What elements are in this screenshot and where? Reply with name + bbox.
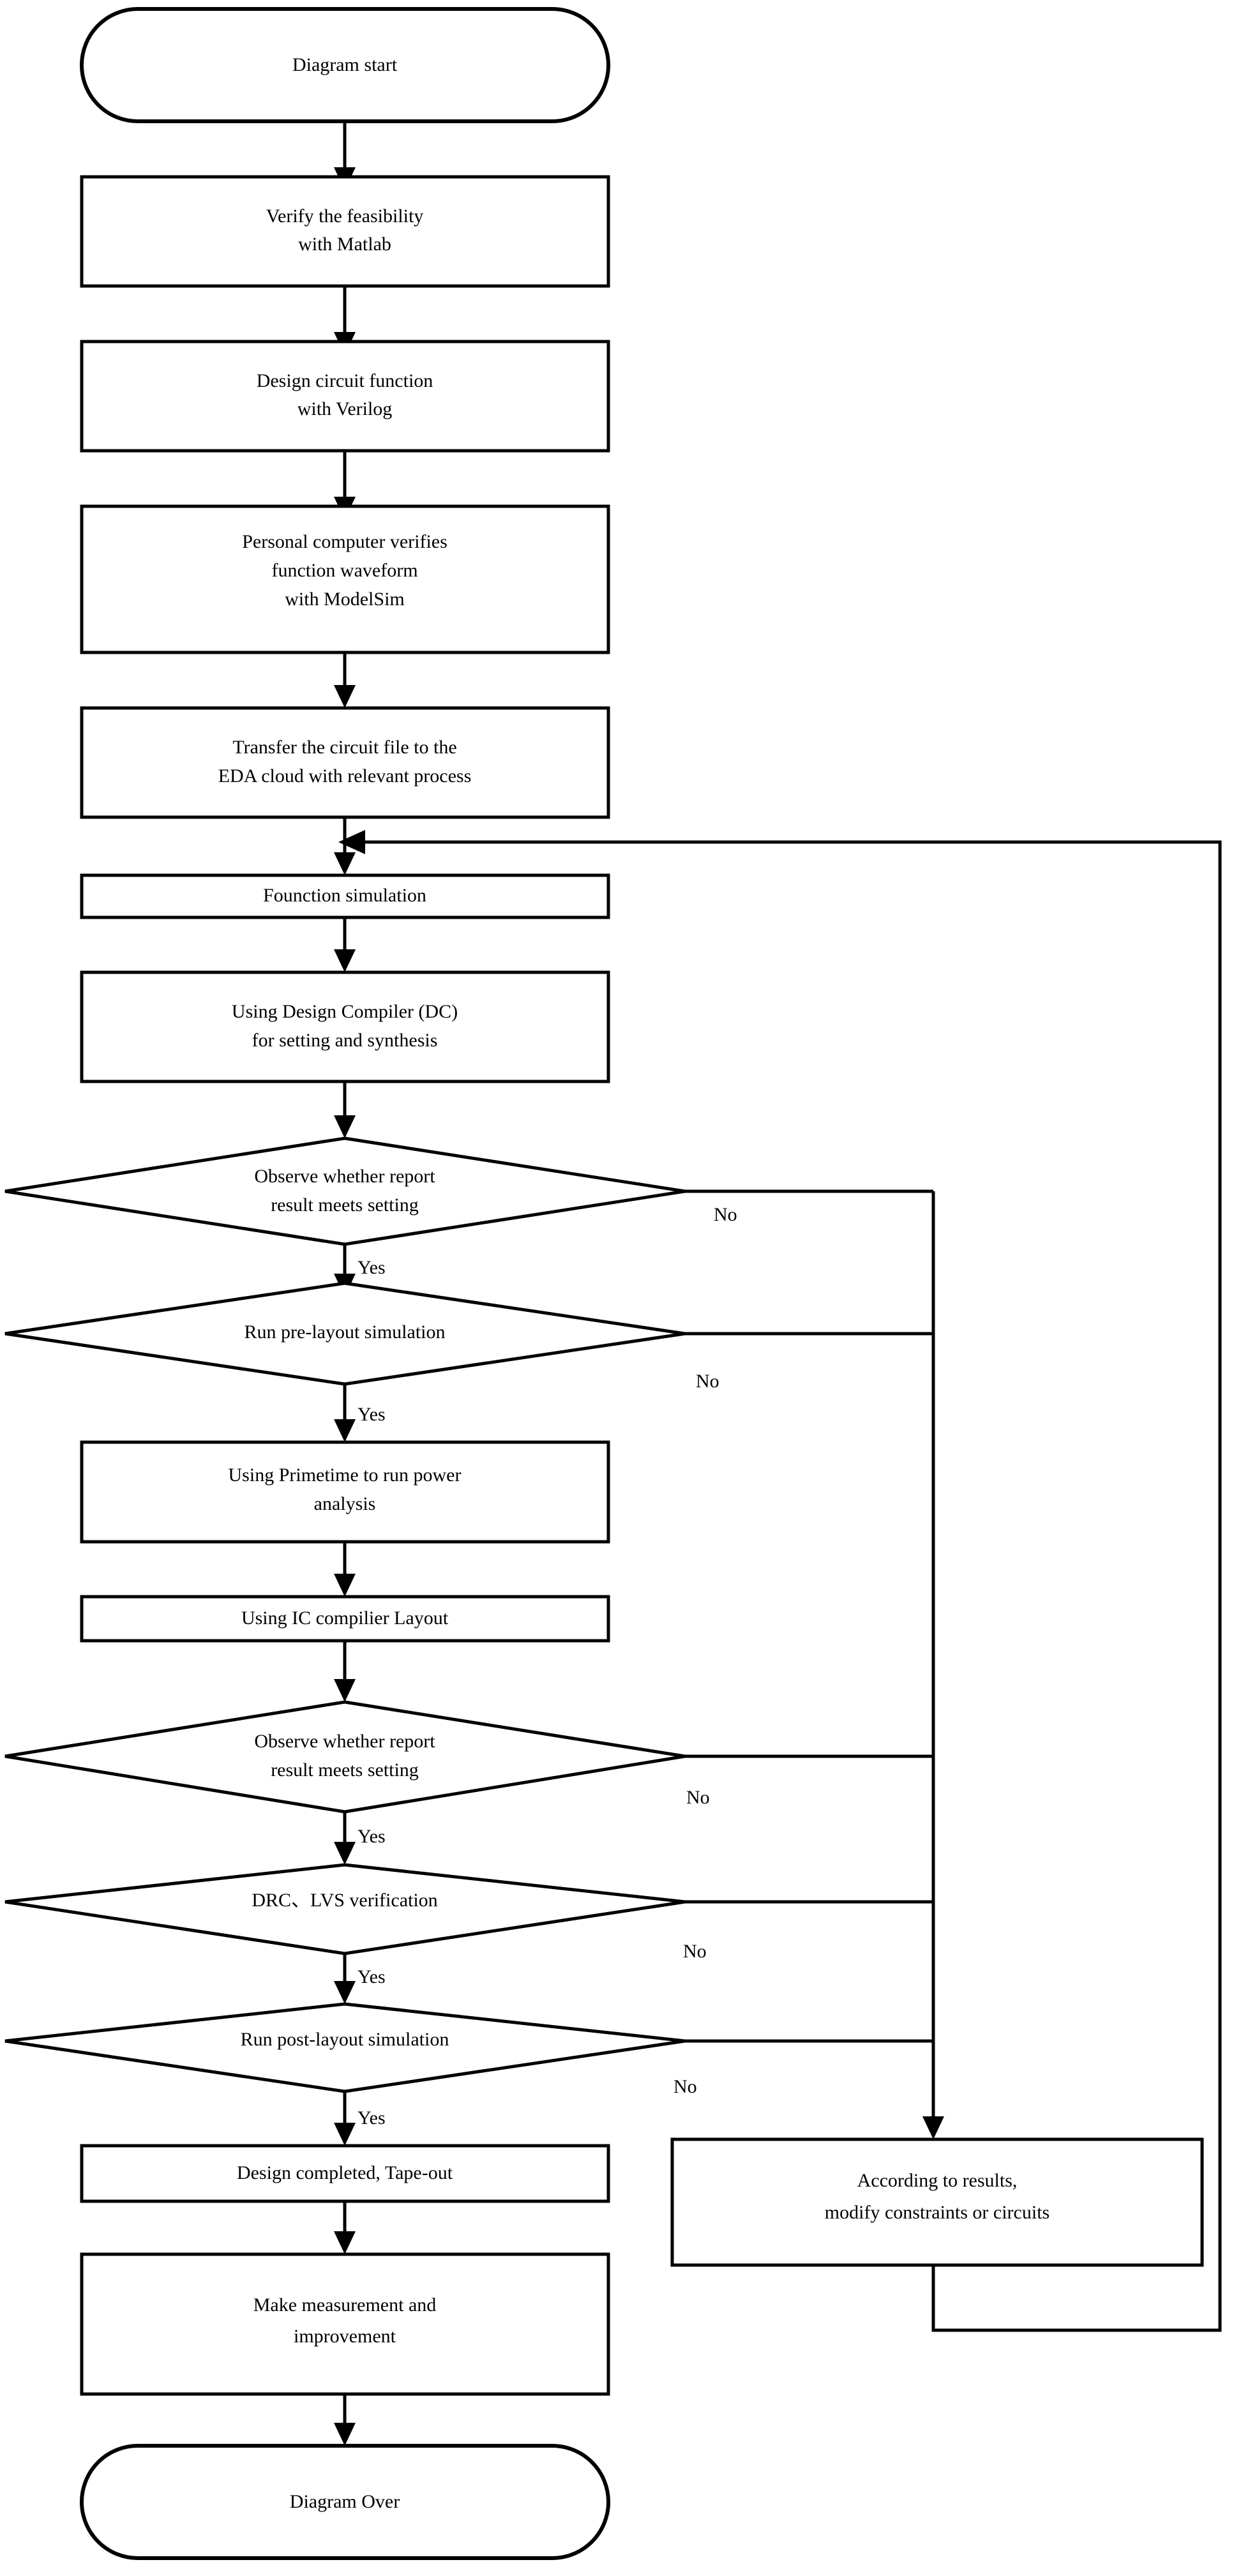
node-measurement-shape (80, 2252, 610, 2396)
node-over-shape (80, 2444, 610, 2560)
node-eda-cloud-label-line2: EDA cloud with relevant process (218, 765, 472, 787)
node-modify-constraints[interactable]: According to results, modify constraints… (670, 2137, 1204, 2267)
node-tape-out-label: Design completed, Tape-out (237, 2162, 453, 2183)
node-start[interactable]: Diagram start (80, 7, 610, 123)
node-over-label: Diagram Over (290, 2491, 400, 2512)
node-function-simulation[interactable]: Founction simulation (80, 873, 610, 919)
node-start-shape (80, 7, 610, 123)
connectors (334, 121, 1222, 2446)
node-pre-layout-simulation-label: Run pre-layout simulation (245, 1322, 446, 1343)
node-measurement-label-line1: Make measurement and (253, 2294, 437, 2316)
node-primetime-label-line1: Using Primetime to run power (229, 1465, 462, 1486)
node-post-layout-simulation-label: Run post-layout simulation (241, 2029, 449, 2050)
edge-label-obs1-no: No (714, 1204, 737, 1225)
edge-label-prelayout-yes: Yes (357, 1404, 386, 1425)
arrowhead-postlayout-yes (334, 2123, 356, 2146)
edge-label-drclvs-yes: Yes (357, 1966, 386, 1987)
node-over[interactable]: Diagram Over (80, 2444, 610, 2560)
node-verilog-label-line1: Design circuit function (257, 370, 433, 391)
node-modify-constraints-shape (670, 2137, 1204, 2267)
edge-label-obs2-yes: Yes (357, 1826, 386, 1847)
edge-labels: No Yes No Yes No Yes No Yes No Yes (357, 1204, 737, 2128)
edge-label-drclvs-no: No (683, 1941, 707, 1962)
node-pre-layout-simulation-shape (4, 1281, 686, 1386)
edge-label-postlayout-yes: Yes (357, 2107, 386, 2128)
node-modelsim[interactable]: Personal computer verifies function wave… (80, 504, 610, 654)
node-modelsim-label-line1: Personal computer verifies (242, 531, 448, 552)
node-function-simulation-label: Founction simulation (263, 885, 426, 906)
node-measurement-label-line2: improvement (294, 2326, 396, 2347)
node-post-layout-simulation-shape (4, 2002, 686, 2093)
node-tape-out-shape (80, 2144, 610, 2203)
arrowhead-measure-to-over (334, 2423, 356, 2446)
node-verilog-label-line2: with Verilog (297, 398, 393, 419)
node-start-label: Diagram start (292, 54, 398, 75)
node-design-compiler-shape (80, 970, 610, 1083)
node-eda-cloud-label-line1: Transfer the circuit file to the (232, 737, 456, 758)
arrowhead-primetime-to-iccomp (334, 1574, 356, 1597)
node-drc-lvs-verification[interactable]: DRC、LVS verification (4, 1863, 686, 1955)
arrowhead-iccomp-to-obs2 (334, 1679, 356, 1702)
node-observe-report-1[interactable]: Observe whether report result meets sett… (4, 1136, 686, 1246)
node-ic-compiler-layout-label: Using IC compilier Layout (241, 1608, 449, 1629)
node-observe-report-2-label-line2: result meets setting (271, 1759, 419, 1781)
node-eda-cloud[interactable]: Transfer the circuit file to the EDA clo… (80, 706, 610, 819)
node-drc-lvs-verification-shape (4, 1863, 686, 1955)
edge-label-obs2-no: No (686, 1787, 710, 1808)
edge-modify-loopback (358, 840, 1222, 2332)
node-observe-report-2-shape (4, 1700, 686, 1814)
node-design-compiler-label-line1: Using Design Compiler (DC) (232, 1001, 458, 1022)
node-design-compiler-label-line2: for setting and synthesis (252, 1030, 438, 1051)
node-ic-compiler-layout-shape (80, 1595, 610, 1643)
arrowhead-dc-to-obs1 (334, 1115, 356, 1138)
node-observe-report-1-label-line2: result meets setting (271, 1194, 419, 1216)
node-modify-constraints-label-line1: According to results, (857, 2170, 1018, 2191)
node-primetime-shape (80, 1440, 610, 1544)
node-observe-report-2[interactable]: Observe whether report result meets sett… (4, 1700, 686, 1814)
node-design-compiler[interactable]: Using Design Compiler (DC) for setting a… (80, 970, 610, 1083)
arrowhead-drclvs-yes (334, 1981, 356, 2004)
node-primetime[interactable]: Using Primetime to run power analysis (80, 1440, 610, 1544)
node-function-simulation-shape (80, 873, 610, 919)
node-modelsim-label-line3: with ModelSim (285, 589, 405, 610)
edge-label-postlayout-no: No (673, 2076, 697, 2097)
node-verilog[interactable]: Design circuit function with Verilog (80, 340, 610, 453)
node-ic-compiler-layout[interactable]: Using IC compilier Layout (80, 1595, 610, 1643)
arrowhead-loopback-to-funcsim (338, 830, 365, 854)
node-observe-report-1-shape (4, 1136, 686, 1246)
node-modify-constraints-label-line2: modify constraints or circuits (825, 2202, 1050, 2223)
node-measurement[interactable]: Make measurement and improvement (80, 2252, 610, 2396)
node-pre-layout-simulation[interactable]: Run pre-layout simulation (4, 1281, 686, 1386)
node-drc-lvs-verification-label: DRC、LVS verification (252, 1890, 437, 1911)
node-post-layout-simulation[interactable]: Run post-layout simulation (4, 2002, 686, 2093)
node-eda-cloud-shape (80, 706, 610, 819)
node-verilog-shape (80, 340, 610, 453)
edge-label-obs1-yes: Yes (357, 1257, 386, 1278)
arrowhead-rail-to-modify (922, 2116, 944, 2139)
node-matlab[interactable]: Verify the feasibility with Matlab (80, 175, 610, 288)
edge-label-prelayout-no: No (696, 1371, 719, 1392)
arrowhead-tapeout-to-measure (334, 2231, 356, 2254)
arrowhead-prelayout-yes (334, 1419, 356, 1442)
arrowhead-edacloud-to-funcsim (334, 852, 356, 875)
node-observe-report-1-label-line1: Observe whether report (254, 1166, 435, 1187)
node-matlab-shape (80, 175, 610, 288)
node-matlab-label-line1: Verify the feasibility (266, 206, 424, 227)
node-observe-report-2-label-line1: Observe whether report (254, 1731, 435, 1752)
arrowhead-obs2-yes (334, 1842, 356, 1865)
node-modelsim-label-line2: function waveform (271, 560, 418, 581)
node-tape-out[interactable]: Design completed, Tape-out (80, 2144, 610, 2203)
node-modelsim-shape (80, 504, 610, 654)
node-matlab-label-line2: with Matlab (298, 234, 391, 255)
arrowhead-funcsim-to-dc (334, 949, 356, 972)
node-primetime-label-line2: analysis (314, 1493, 376, 1514)
arrowhead-modelsim-to-edacloud (334, 685, 356, 708)
